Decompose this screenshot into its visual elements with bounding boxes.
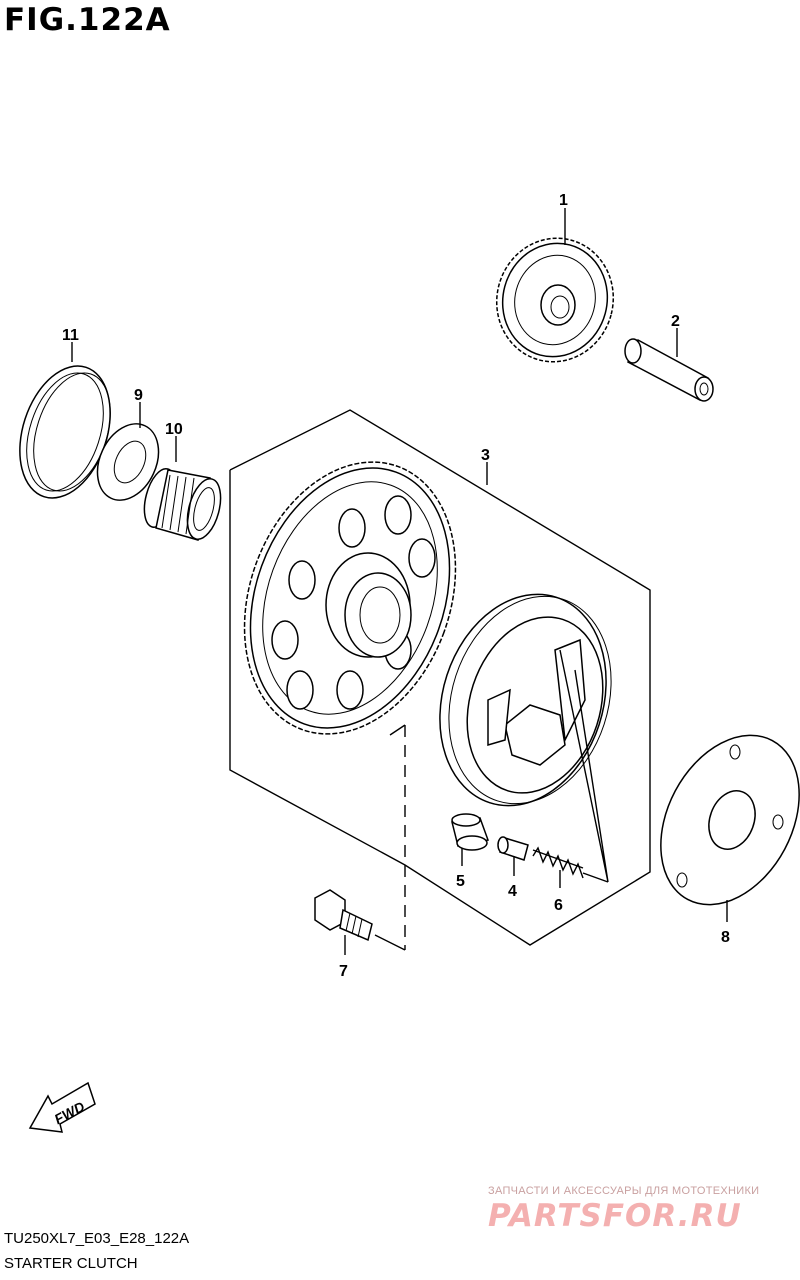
part-9-washer (96, 423, 160, 501)
section-name: STARTER CLUTCH (4, 1255, 138, 1272)
callout-4: 4 (508, 883, 517, 900)
callout-9: 9 (134, 387, 143, 404)
part-6-spring (532, 846, 584, 879)
assembly-boundary (229, 409, 651, 946)
callout-5: 5 (456, 873, 465, 890)
part-2-shaft (624, 338, 714, 402)
callout-11: 11 (62, 327, 79, 344)
part-3-clutch-body (439, 593, 612, 807)
part-4-plunger (497, 836, 529, 861)
fwd-arrow-icon: FWD (28, 1081, 96, 1133)
part-11-ring (19, 365, 111, 499)
watermark-tagline: ЗАПЧАСТИ И АКСЕССУАРЫ ДЛЯ МОТОТЕХНИКИ (488, 1185, 760, 1197)
bolt-leader (374, 724, 406, 951)
leader-lines (71, 208, 728, 955)
part-10-needle-bearing (143, 468, 222, 541)
part-8-plate (660, 734, 800, 906)
part-3-starter-driven-gear (243, 461, 457, 735)
watermark-brand: PARTSFOR.RU (488, 1198, 742, 1234)
part-7-bolt (314, 889, 373, 942)
part-5-roller (451, 813, 490, 851)
part-1-idler-gear (495, 237, 615, 363)
callout-6: 6 (554, 897, 563, 914)
callout-10: 10 (165, 421, 183, 438)
callout-3: 3 (481, 447, 490, 464)
callout-1: 1 (559, 192, 568, 209)
callout-8: 8 (721, 929, 730, 946)
figure-title: FIG.122A (4, 2, 171, 38)
callout-2: 2 (671, 313, 680, 330)
model-code: TU250XL7_E03_E28_122A (4, 1230, 190, 1247)
callout-7: 7 (339, 963, 348, 980)
